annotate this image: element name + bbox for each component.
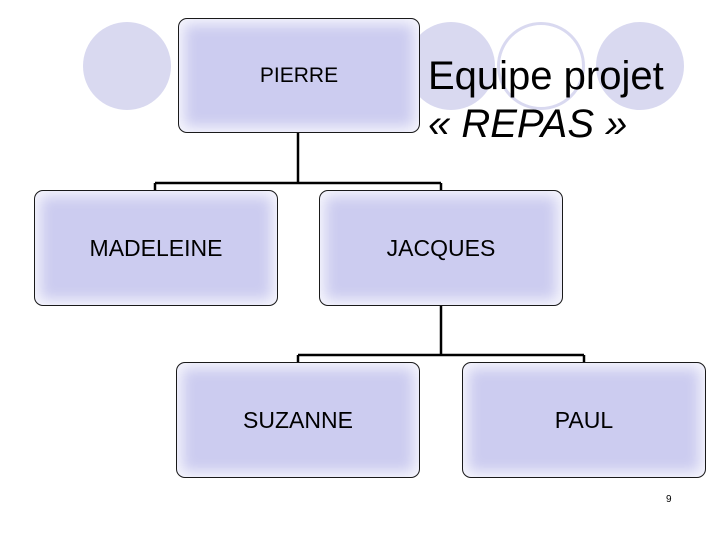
decorative-circle [83,22,171,110]
slide-title-line2: « REPAS » [428,102,628,146]
org-node-pierre: PIERRE [178,18,420,133]
org-node-jacques: JACQUES [319,190,563,306]
slide-title: Equipe projet « REPAS » [428,52,708,148]
org-node-suzanne: SUZANNE [176,362,420,478]
page-number: 9 [666,494,672,505]
decorative-ring [497,22,585,110]
org-node-label: JACQUES [386,234,496,261]
org-node-paul: PAUL [462,362,706,478]
org-node-madeleine: MADELEINE [34,190,278,306]
slide-title-line1: Equipe projet [428,54,664,98]
org-node-label: MADELEINE [89,234,223,261]
decorative-circle [407,22,495,110]
org-node-label: PIERRE [259,63,339,87]
decorative-circle [596,22,684,110]
org-node-label: SUZANNE [243,406,353,433]
org-node-label: PAUL [554,406,614,433]
